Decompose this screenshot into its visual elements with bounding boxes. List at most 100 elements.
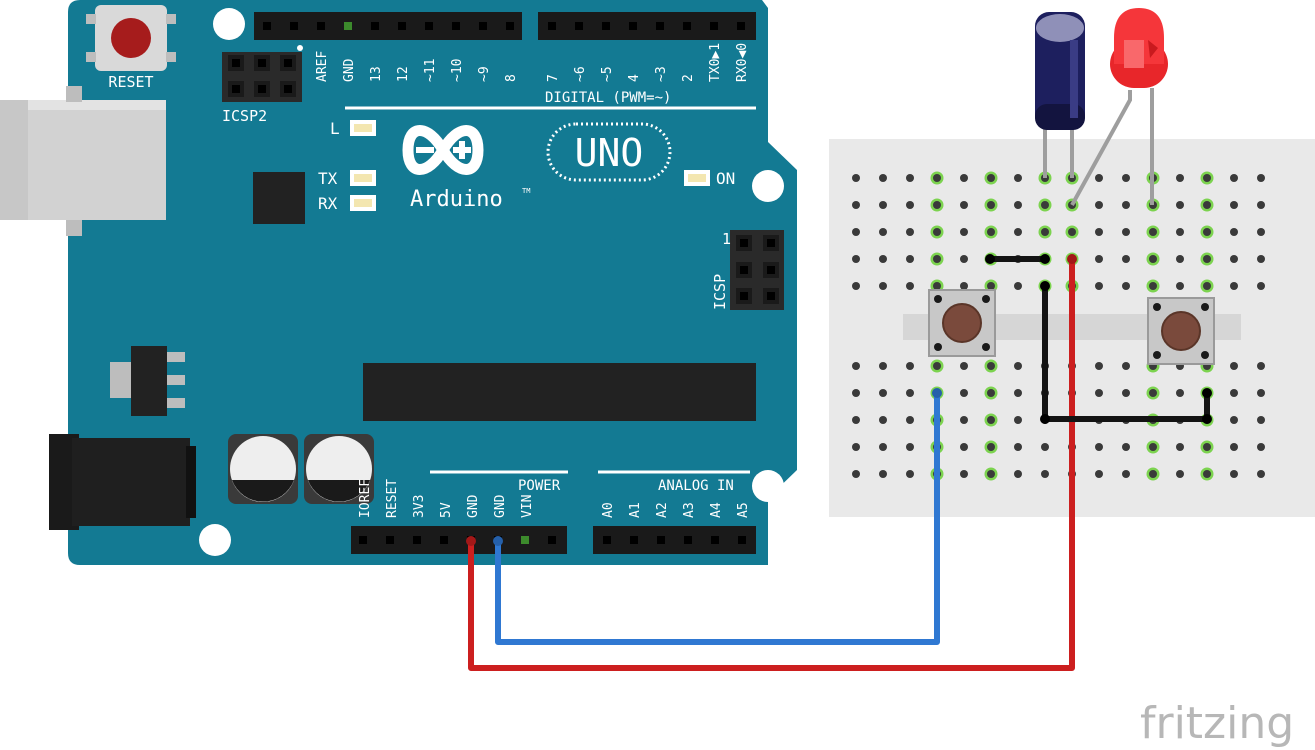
led-l-label: L: [330, 119, 340, 138]
usb-chip: [253, 172, 305, 224]
power-wire-5v: [468, 259, 1075, 671]
breadboard-hole: [1230, 416, 1238, 424]
digital-pin: [286, 18, 302, 34]
breadboard-hole: [1014, 470, 1022, 478]
digital-pin-label: 13: [369, 66, 384, 82]
digital-pin-label: TX0▶1: [708, 43, 723, 82]
breadboard-hole: [879, 389, 887, 397]
digital-pin-label: 7: [546, 74, 561, 82]
breadboard-hole: [1122, 201, 1130, 209]
breadboard-hole: [1122, 362, 1130, 370]
breadboard-hole: [1257, 174, 1265, 182]
breadboard-hole: [1122, 255, 1130, 263]
breadboard-hole: [879, 201, 887, 209]
icsp2-pin: [228, 55, 244, 71]
power-pin: [355, 532, 371, 548]
digital-pin: [475, 18, 491, 34]
push-button-left[interactable]: [928, 289, 996, 357]
digital-pin: [706, 18, 722, 34]
digital-pin: [571, 18, 587, 34]
digital-pin-label: 2: [681, 74, 696, 82]
breadboard-hole: [1038, 198, 1052, 212]
breadboard-hole: [1257, 362, 1265, 370]
power-pin-label: GND: [493, 494, 508, 518]
breadboard-hole: [960, 228, 968, 236]
reset-button[interactable]: [86, 5, 176, 71]
breadboard-hole: [1176, 470, 1184, 478]
breadboard-hole: [1257, 470, 1265, 478]
analog-pin: [599, 532, 615, 548]
red-led: [1070, 8, 1168, 206]
push-button-right[interactable]: [1147, 297, 1215, 365]
icsp-pin: [736, 262, 752, 278]
breadboard-hole: [1095, 228, 1103, 236]
power-pin-label: RESET: [385, 479, 400, 518]
breadboard-hole: [1257, 255, 1265, 263]
breadboard-hole: [1176, 282, 1184, 290]
icsp-pin1-label: 1: [722, 230, 731, 248]
breadboard-hole: [1200, 225, 1214, 239]
breadboard-hole: [1200, 467, 1214, 481]
breadboard-hole: [1146, 225, 1160, 239]
digital-pin: [448, 18, 464, 34]
digital-pin-label: ~6: [573, 66, 588, 82]
analog-pin: [707, 532, 723, 548]
breadboard-hole: [906, 174, 914, 182]
model-label: UNO: [575, 131, 644, 175]
breadboard-hole: [1176, 389, 1184, 397]
breadboard-hole: [1095, 443, 1103, 451]
icsp-pin: [763, 262, 779, 278]
breadboard-hole: [1041, 470, 1049, 478]
breadboard-hole: [960, 416, 968, 424]
breadboard-hole: [1257, 389, 1265, 397]
breadboard-hole: [984, 225, 998, 239]
breadboard-hole: [879, 228, 887, 236]
breadboard-hole: [930, 198, 944, 212]
analog-title: ANALOG IN: [658, 478, 734, 494]
breadboard-hole: [1038, 225, 1052, 239]
breadboard-hole: [1230, 389, 1238, 397]
breadboard-hole: [1122, 470, 1130, 478]
breadboard-hole: [1014, 416, 1022, 424]
digital-pin: [598, 18, 614, 34]
analog-header: [593, 526, 756, 554]
breadboard-hole: [1146, 252, 1160, 266]
breadboard-hole: [984, 413, 998, 427]
mounting-hole: [199, 524, 231, 556]
analog-pin-label: A0: [601, 502, 616, 518]
icsp2-pin: [228, 81, 244, 97]
icsp2-pin: [280, 81, 296, 97]
digital-title: DIGITAL (PWM=~): [545, 90, 671, 106]
breadboard-hole: [930, 252, 944, 266]
breadboard-hole: [852, 416, 860, 424]
digital-pin: [394, 18, 410, 34]
power-pin: [544, 532, 560, 548]
breadboard-hole: [930, 225, 944, 239]
breadboard-hole: [1257, 228, 1265, 236]
power-title: POWER: [518, 478, 561, 494]
digital-pin: [502, 18, 518, 34]
digital-pin: [733, 18, 749, 34]
breadboard-hole: [1176, 201, 1184, 209]
led-rx-label: RX: [318, 194, 338, 213]
power-pin-label: IOREF: [358, 479, 373, 518]
ground-wire: [495, 393, 940, 645]
analog-pin-label: A5: [736, 502, 751, 518]
power-pin: [517, 532, 533, 548]
digital-pin-label: 12: [396, 66, 411, 82]
icsp2-label: ICSP2: [222, 107, 267, 125]
icsp2-pin: [280, 55, 296, 71]
breadboard-hole: [1095, 470, 1103, 478]
breadboard-hole: [1014, 228, 1022, 236]
breadboard-hole: [1146, 386, 1160, 400]
breadboard-hole: [1014, 389, 1022, 397]
digital-pin: [259, 18, 275, 34]
fritzing-watermark: fritzing: [1140, 698, 1294, 749]
breadboard-hole: [1257, 443, 1265, 451]
breadboard-hole: [1014, 174, 1022, 182]
breadboard-hole: [879, 255, 887, 263]
icsp2-header: [222, 52, 302, 102]
breadboard-hole: [852, 470, 860, 478]
breadboard-hole: [1122, 282, 1130, 290]
